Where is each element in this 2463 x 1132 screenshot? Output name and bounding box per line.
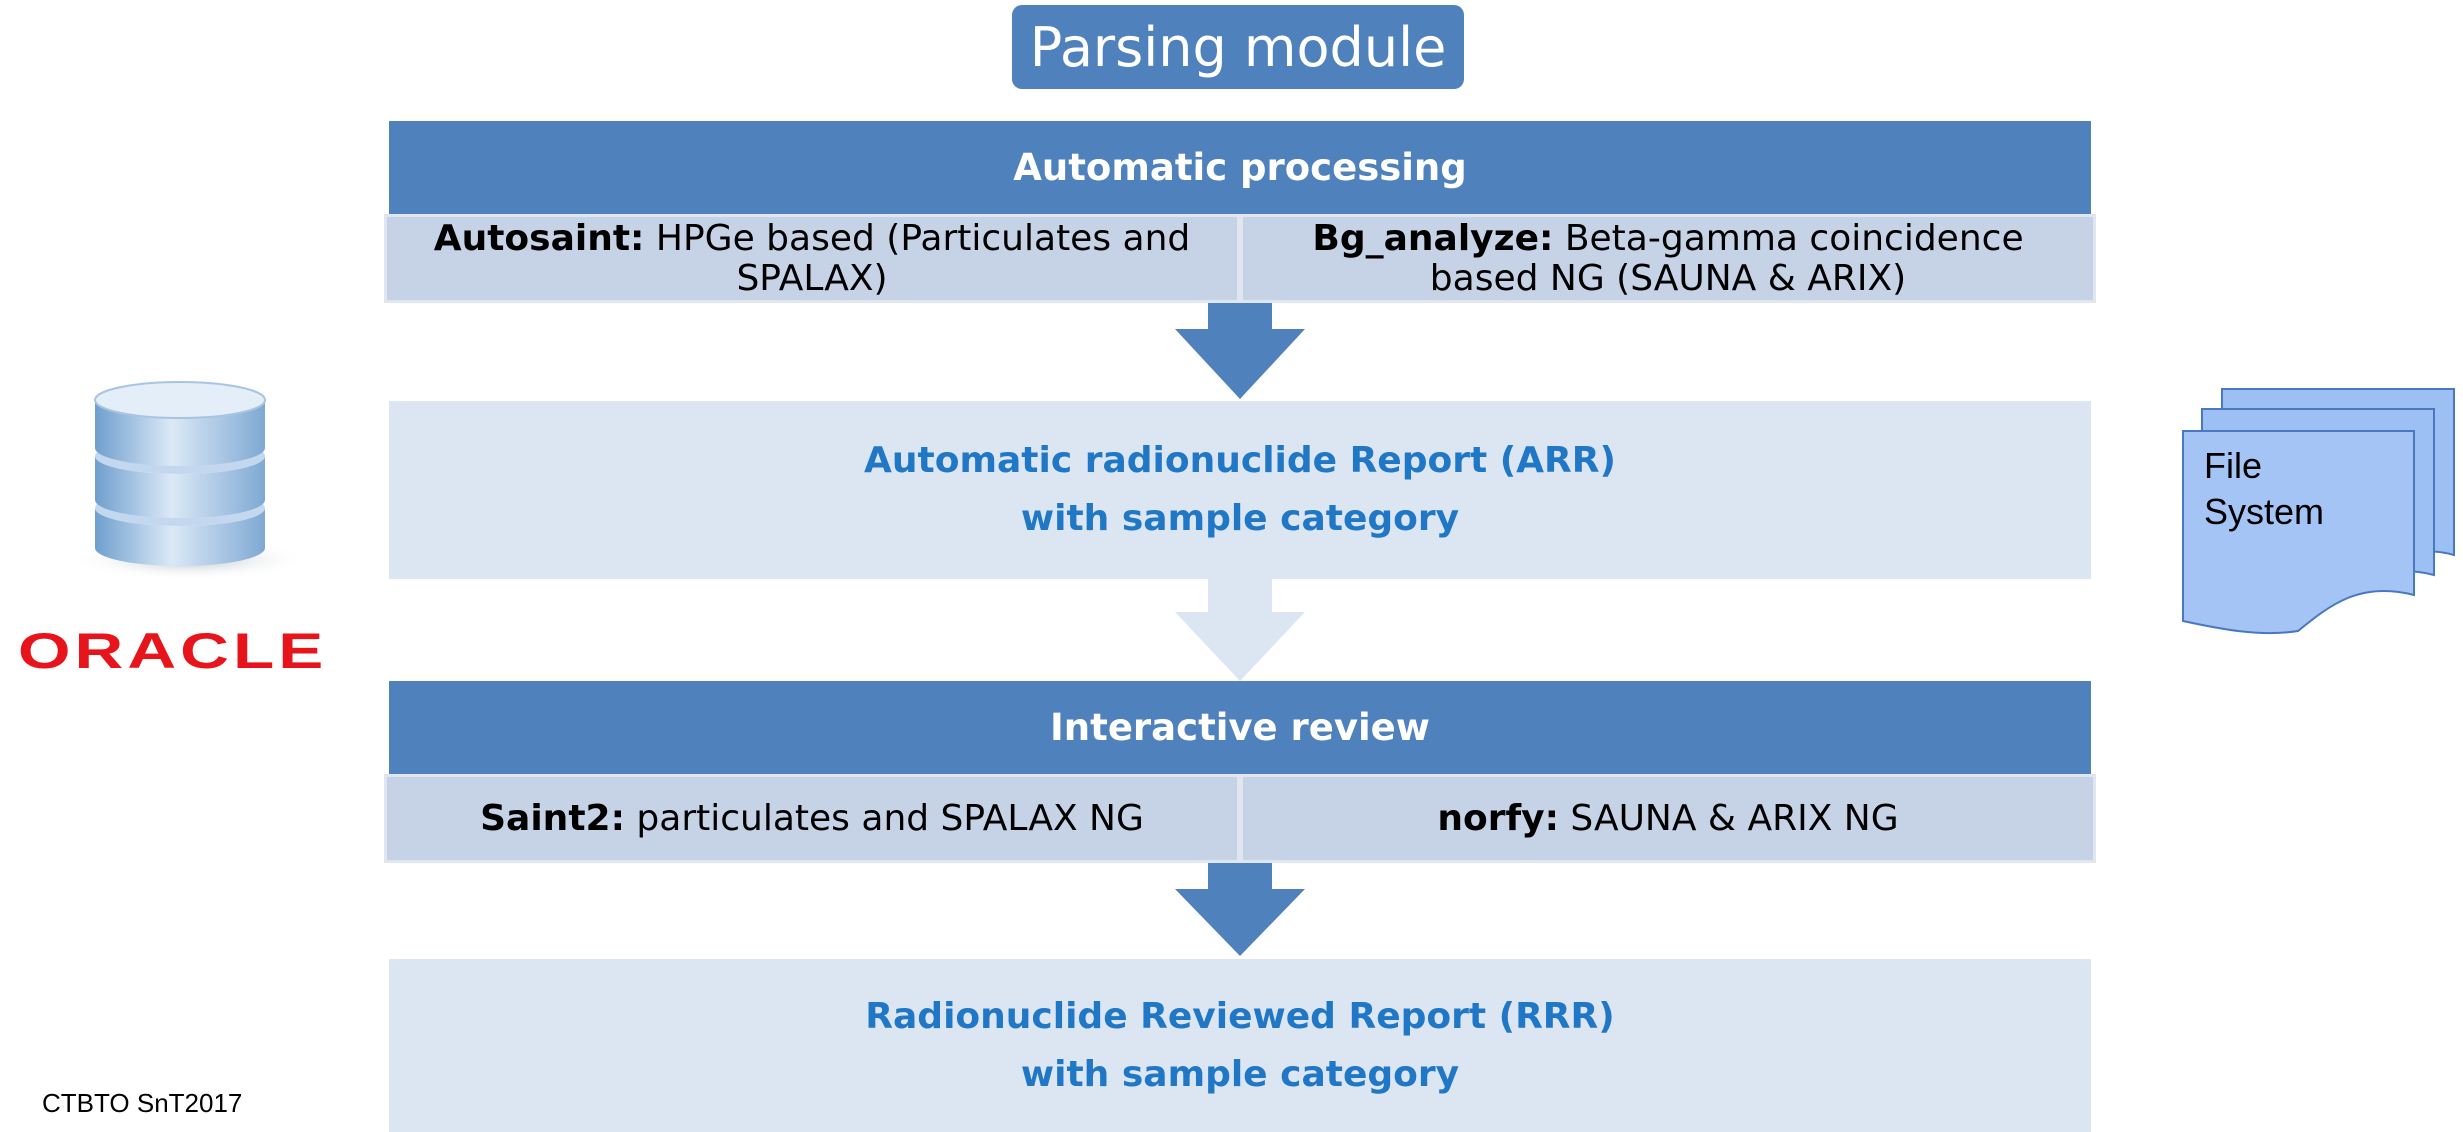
file-system-label: File System <box>2204 443 2324 534</box>
arrow-down-icon <box>1175 579 1305 681</box>
saint2-cell: Saint2: particulates and SPALAX NG <box>384 774 1240 863</box>
saint2-name: Saint2: <box>480 797 625 839</box>
footer-text: CTBTO SnT2017 <box>42 1088 243 1118</box>
module-title: Parsing module <box>1012 5 1464 89</box>
autosaint-desc: HPGe based (Particulates and SPALAX) <box>644 217 1191 299</box>
rrr-report-title: Radionuclide Reviewed Report (RRR) <box>865 995 1615 1037</box>
arr-report-box: Automatic radionuclide Report (ARR) with… <box>389 401 2091 579</box>
file-system-line2: System <box>2204 490 2325 532</box>
autosaint-cell: Autosaint: HPGe based (Particulates and … <box>384 214 1240 303</box>
bg-analyze-desc: Beta-gamma coincidence based NG (SAUNA &… <box>1429 217 2024 299</box>
file-system-line1: File <box>2204 445 2263 486</box>
saint2-desc: particulates and SPALAX NG <box>624 797 1144 839</box>
arr-report-subtitle: with sample category <box>1020 498 1460 539</box>
automatic-processing-header: Automatic processing <box>389 121 2091 214</box>
arrow-down-icon <box>1175 303 1305 399</box>
bg-analyze-cell: Bg_analyze: Beta-gamma coincidence based… <box>1240 214 2096 303</box>
database-icon <box>80 381 310 580</box>
oracle-logo: ORACLE <box>18 623 328 679</box>
rrr-report-subtitle: with sample category <box>1020 1053 1460 1095</box>
autosaint-name: Autosaint: <box>433 217 645 259</box>
interactive-review-header: Interactive review <box>389 681 2091 774</box>
arr-report-title: Automatic radionuclide Report (ARR) <box>864 440 1616 482</box>
norfy-desc: SAUNA & ARIX NG <box>1558 797 1899 839</box>
file-stack-icon <box>2182 388 2455 635</box>
rrr-report-box: Radionuclide Reviewed Report (RRR) with … <box>389 959 2091 1132</box>
norfy-name: norfy: <box>1437 797 1559 839</box>
arrow-down-icon <box>1175 863 1305 956</box>
norfy-cell: norfy: SAUNA & ARIX NG <box>1240 774 2096 863</box>
bg-analyze-name: Bg_analyze: <box>1312 217 1554 259</box>
